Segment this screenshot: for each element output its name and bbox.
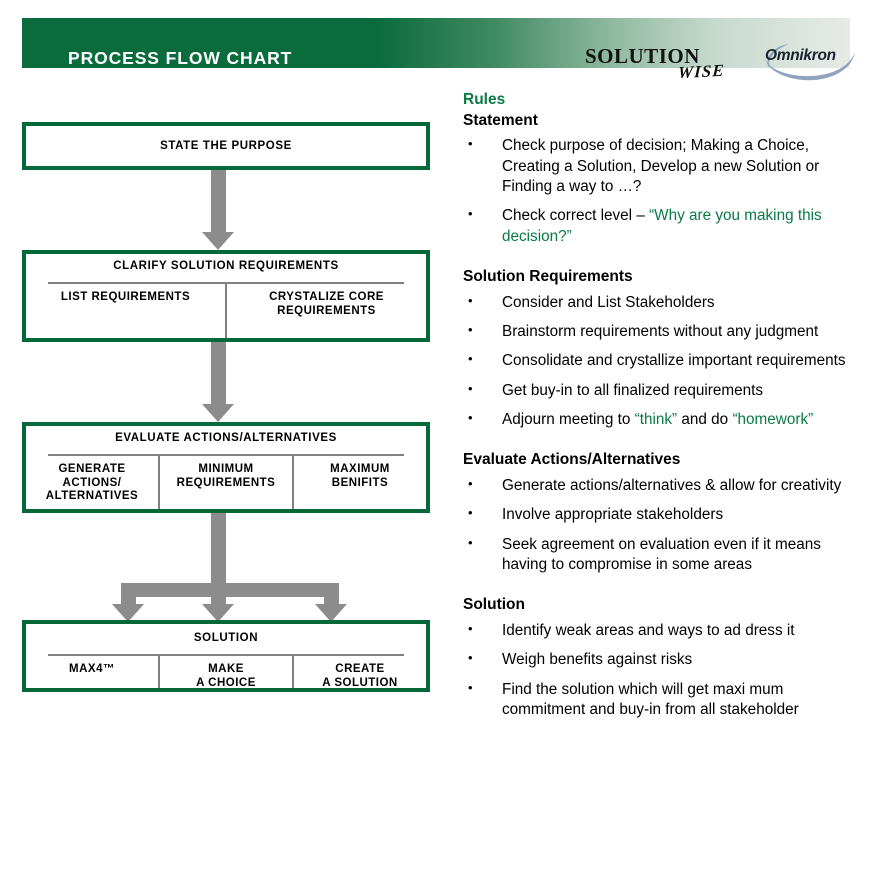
bullet-list-solution: Identify weak areas and ways to ad dress… [463, 620, 863, 721]
connector-shaft-1 [211, 170, 226, 233]
list-item-prefix: Adjourn meeting to [502, 410, 635, 428]
list-item: Adjourn meeting to “think” and do “homew… [463, 409, 863, 430]
page-title: PROCESS FLOW CHART [68, 48, 293, 68]
fork-bar [121, 583, 339, 597]
list-item: Check correct level – “Why are you makin… [463, 205, 863, 247]
flow-box-clarify-solution-requirements: CLARIFY SOLUTION REQUIREMENTS LIST REQUI… [22, 250, 430, 342]
omnikron-logo-text: Omnikron [765, 47, 836, 64]
flow-box-title: CLARIFY SOLUTION REQUIREMENTS [113, 260, 339, 272]
section-title-solution-requirements: Solution Requirements [463, 267, 633, 285]
list-item: Generate actions/alternatives & allow fo… [463, 475, 863, 496]
fork-shaft-left [121, 592, 136, 605]
flowchart: STATE THE PURPOSE CLARIFY SOLUTION REQUI… [22, 122, 430, 692]
flow-box-divider [48, 282, 404, 284]
flow-box-state-the-purpose: STATE THE PURPOSE [22, 122, 430, 170]
fork-shaft-center [211, 592, 226, 605]
fork-arrowhead-center [202, 604, 234, 622]
list-item-middle: and do [677, 410, 733, 428]
section-title-statement: Statement [463, 111, 538, 129]
solutionwise-logo-line1: SOLUTION [585, 44, 700, 68]
list-item: Consider and List Stakeholders [463, 292, 863, 313]
list-item-prefix: Check correct level – [502, 207, 650, 225]
flow-cell-label: LIST REQUIREMENTS [60, 291, 191, 303]
flow-box-divider [48, 654, 404, 656]
fork-arrowhead-left [112, 604, 144, 622]
rules-panel: Rules Statement Check purpose of decisio… [463, 90, 863, 729]
flow-box-divider [48, 454, 404, 456]
fork-arrowhead-right [315, 604, 347, 622]
omnikron-swoosh-icon [765, 44, 855, 81]
omnikron-logo: Omnikron [759, 40, 863, 86]
list-item: Seek agreement on evaluation even if it … [463, 534, 863, 576]
connector-shaft-3 [211, 513, 226, 583]
list-item-quote: “Why are you making this decision?” [502, 207, 822, 245]
list-item: Get buy-in to all finalized requirements [463, 380, 863, 401]
connector-shaft-2 [211, 342, 226, 405]
list-item: Find the solution which will get maxi mu… [463, 679, 863, 721]
list-item: Consolidate and crystallize important re… [463, 350, 863, 371]
flow-cell-label: MAX4™ [69, 663, 115, 675]
list-item: Involve appropriate stakeholders [463, 504, 863, 525]
list-item: Brainstorm requirements without any judg… [463, 321, 863, 342]
section-title-solution: Solution [463, 596, 525, 614]
list-item-quote-1: “think” [634, 410, 678, 428]
section-title-evaluate-actions-alternatives: Evaluate Actions/Alternatives [463, 451, 681, 469]
bullet-list-evaluate-actions-alternatives: Generate actions/alternatives & allow fo… [463, 475, 863, 576]
list-item: Weigh benefits against risks [463, 649, 863, 670]
list-item: Identify weak areas and ways to ad dress… [463, 620, 863, 641]
bullet-list-solution-requirements: Consider and List Stakeholders Brainstor… [463, 292, 863, 431]
solutionwise-logo-line2: WISE [677, 60, 726, 83]
header-banner: PROCESS FLOW CHART SOLUTION WISE Omnikro… [22, 18, 855, 82]
connector-arrowhead-2 [202, 404, 234, 422]
list-item-quote-2: “homework” [732, 410, 814, 428]
flow-box-title: SOLUTION [193, 632, 259, 644]
list-item: Check purpose of decision; Making a Choi… [463, 135, 863, 197]
flow-box-title: EVALUATE ACTIONS/ALTERNATIVES [115, 432, 337, 444]
fork-shaft-right [324, 592, 339, 605]
flow-cell: MAX4™ [26, 656, 158, 688]
solutionwise-logo: SOLUTION WISE [585, 40, 735, 84]
rules-heading: Rules [463, 91, 506, 108]
bullet-list-statement: Check purpose of decision; Making a Choi… [463, 135, 863, 247]
connector-arrowhead-1 [202, 232, 234, 250]
flow-box-title: STATE THE PURPOSE [160, 140, 292, 152]
flow-cell: LIST REQUIREMENTS [26, 284, 225, 338]
